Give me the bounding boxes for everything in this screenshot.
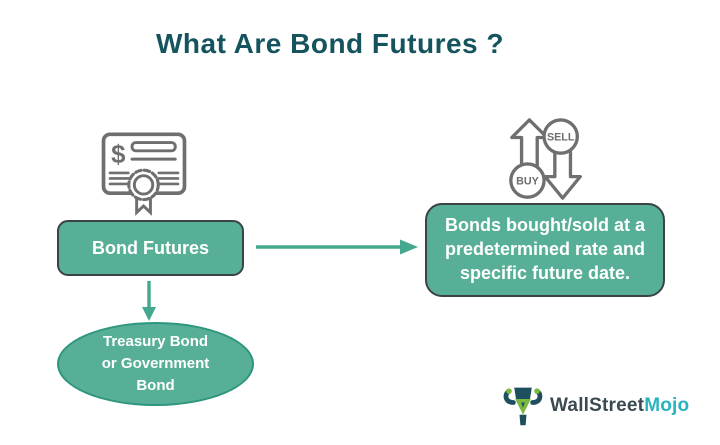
bond-futures-node: Bond Futures [57, 220, 244, 276]
logo-wallstreet-text: WallStreet [550, 395, 645, 416]
definition-line-2: predetermined rate and [444, 239, 646, 260]
sell-label: SELL [547, 131, 575, 143]
logo-mojo-text: Mojo [644, 395, 690, 416]
wallstreetmojo-logo: WallStreetMojo [502, 383, 689, 429]
bull-mascot-logo-icon [503, 387, 543, 426]
buy-label: BUY [516, 175, 539, 187]
bond-types-line-1: Treasury Bond [102, 333, 209, 351]
bond-types-line-2: or Government [101, 355, 210, 373]
definition-node: Bonds bought/sold at a predetermined rat… [425, 203, 665, 297]
definition-line-1: Bonds bought/sold at a [445, 215, 645, 236]
right-arrow-connector [256, 239, 418, 255]
bond-types-line-3: Bond [136, 376, 175, 394]
buy-sell-arrows-icon: BUY SELL [509, 118, 582, 200]
dollar-sign-glyph: $ [111, 141, 125, 169]
page-title: What Are Bond Futures ? [155, 28, 504, 59]
bond-futures-label: Bond Futures [92, 237, 209, 258]
definition-line-3: specific future date. [459, 262, 631, 283]
bond-certificate-icon: $ [101, 132, 187, 216]
logo-wordmark: WallStreetMojo [550, 395, 689, 417]
bond-types-node: Treasury Bond or Government Bond [57, 322, 254, 406]
down-arrow-connector [142, 281, 156, 321]
